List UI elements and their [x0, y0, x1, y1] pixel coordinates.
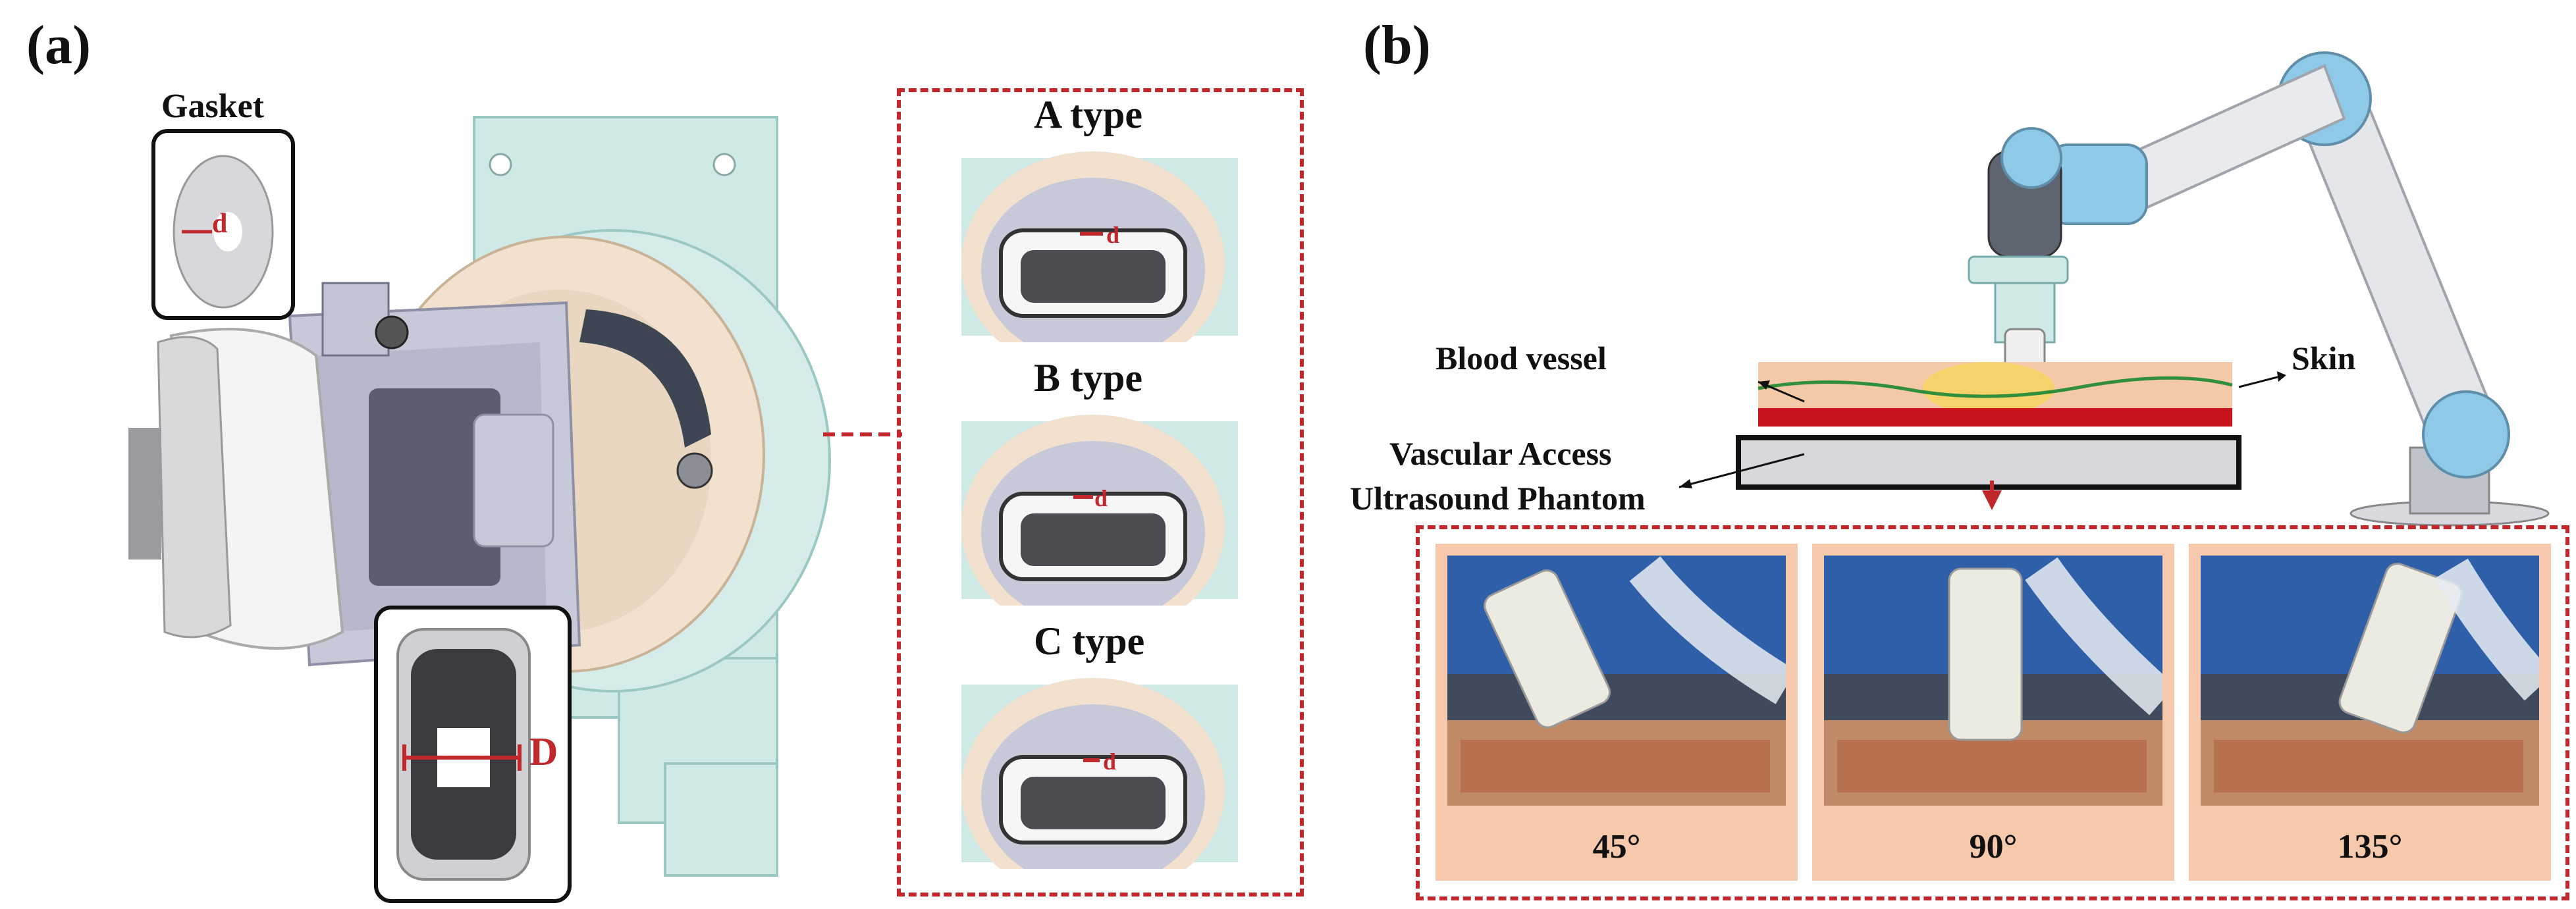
type-b-dim: d [1094, 485, 1108, 511]
angle-90-label: 90° [1969, 828, 2018, 866]
vessel-layer [1758, 408, 2232, 427]
bore-drawing [396, 628, 531, 881]
type-b-drawing [961, 415, 1238, 606]
panel-b-letter: (b) [1363, 14, 1431, 76]
phantom-label-1: Vascular Access [1389, 435, 1612, 472]
vessel-curve [1758, 376, 2233, 398]
gasket-label: Gasket [161, 88, 264, 125]
robot-wrist [2047, 143, 2148, 225]
gasket-dim-label: d [212, 209, 228, 239]
robot-wrist-cap [2000, 127, 2062, 189]
blood-vessel-label: Blood vessel [1436, 340, 1607, 377]
bore-dim-label: D [529, 730, 558, 773]
type-b-label: B type [1034, 356, 1142, 400]
panel-a-letter: (a) [26, 14, 91, 76]
photo-90: 90° [1812, 544, 2176, 881]
phantom-schematic [1736, 362, 2241, 510]
mount-hole [712, 153, 736, 176]
type-c-dim: d [1103, 748, 1117, 775]
angle-45-label: 45° [1592, 828, 1641, 866]
type-a-label: A type [1034, 93, 1142, 136]
disc-slot [579, 309, 711, 448]
photo-90-scene [1824, 556, 2176, 806]
angle-135-label: 135° [2337, 828, 2403, 866]
photo-135: 135° [2189, 544, 2554, 881]
photos-box [1416, 525, 2569, 900]
top-clip [321, 282, 390, 357]
device-illustration [128, 116, 831, 877]
photo-135-scene [2201, 556, 2554, 806]
annotation-arrows [1678, 371, 2286, 488]
holder-window [369, 388, 500, 586]
disc-screw [676, 452, 713, 489]
skin-label: Skin [2292, 340, 2356, 377]
probe-face [157, 336, 232, 638]
bore-inset: D [374, 606, 572, 903]
connector-line [823, 432, 902, 436]
gasket-drawing [173, 155, 274, 309]
holder-latch [473, 413, 554, 548]
down-arrow [1982, 490, 2002, 510]
photo-45-scene [1447, 556, 1796, 806]
robot-base-joint [2422, 390, 2510, 479]
type-c-drawing [961, 678, 1238, 869]
mint-bracket [664, 762, 778, 877]
type-c-label: C type [1034, 619, 1145, 663]
gel-blob [1923, 362, 2054, 415]
probe-cable [128, 428, 161, 559]
photo-45: 45° [1436, 544, 1798, 881]
type-a-dim: d [1106, 222, 1120, 248]
gasket-inset: d [151, 129, 295, 320]
phantom-label-2: Ultrasound Phantom [1350, 480, 1646, 517]
clip-screw [375, 315, 409, 350]
type-a-drawing [961, 151, 1238, 342]
robot-flange [1968, 255, 2069, 284]
types-box [897, 88, 1304, 896]
phantom-block [1736, 435, 2241, 490]
mount-hole [489, 153, 512, 176]
